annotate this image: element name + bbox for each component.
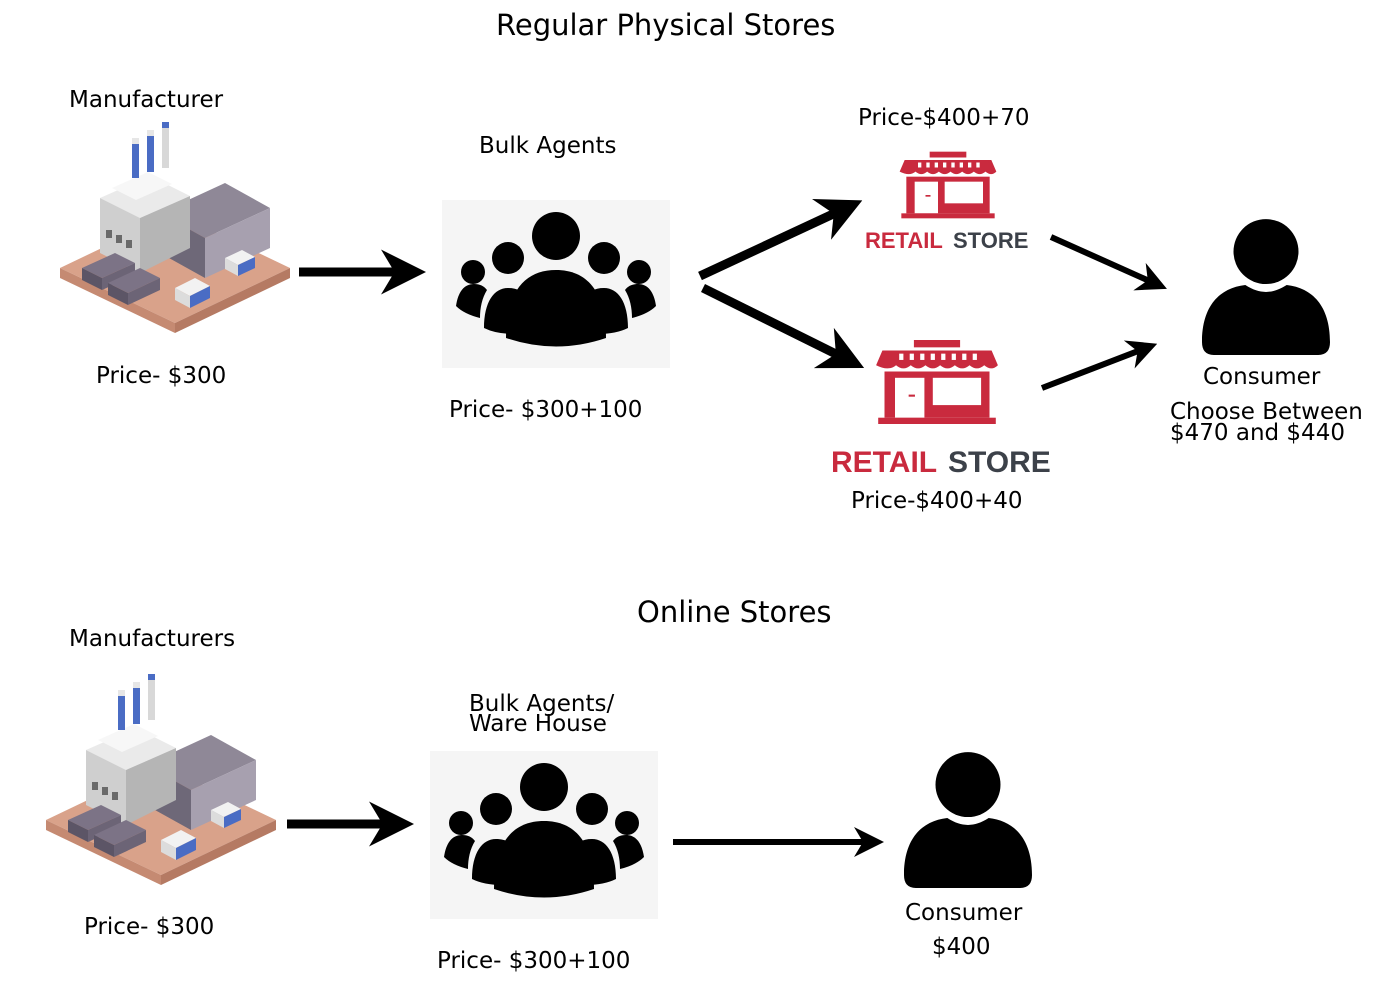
manufacturer-label: Manufacturer bbox=[69, 87, 224, 113]
svg-text:STORE: STORE bbox=[948, 446, 1051, 479]
physical-section-title: Regular Physical Stores bbox=[496, 8, 836, 42]
factory-icon bbox=[46, 674, 276, 885]
group-icon bbox=[456, 212, 656, 347]
online-agents-box bbox=[430, 751, 658, 919]
store-top-logo: RETAIL STORE bbox=[865, 228, 1028, 253]
bulk-agents-price: Price- $300+100 bbox=[449, 397, 643, 423]
bulk-agents-label: Bulk Agents bbox=[479, 133, 617, 159]
consumer-note-line1: Choose Between bbox=[1170, 399, 1363, 425]
svg-text:RETAIL: RETAIL bbox=[831, 446, 937, 479]
person-icon bbox=[904, 752, 1032, 888]
online-consumer-label: Consumer bbox=[905, 900, 1023, 926]
online-consumer-price: $400 bbox=[932, 934, 991, 960]
consumer-note-line2: $470 and $440 bbox=[1170, 420, 1345, 446]
manufacturers-price: Price- $300 bbox=[84, 914, 215, 940]
arrow-store-top-to-consumer bbox=[1049, 234, 1167, 291]
store-top-price: Price-$400+70 bbox=[858, 105, 1030, 131]
svg-text:STORE: STORE bbox=[953, 228, 1028, 253]
arrow-agents-to-store-top bbox=[698, 199, 863, 281]
svg-text:RETAIL: RETAIL bbox=[865, 228, 943, 253]
storefront-icon bbox=[899, 151, 997, 219]
arrow-agents-to-store-bottom bbox=[700, 283, 865, 369]
store-bottom-price: Price-$400+40 bbox=[851, 488, 1023, 514]
online-agents-label-line2: Ware House bbox=[469, 711, 607, 737]
consumer-label: Consumer bbox=[1203, 364, 1321, 390]
arrow-store-bottom-to-consumer bbox=[1040, 340, 1158, 391]
person-icon bbox=[1202, 219, 1330, 355]
group-icon bbox=[444, 763, 644, 898]
online-section-title: Online Stores bbox=[637, 595, 832, 629]
online-agents-price: Price- $300+100 bbox=[437, 948, 631, 974]
factory-icon bbox=[60, 122, 290, 333]
bulk-agents-box bbox=[442, 200, 670, 368]
store-bottom-logo: RETAIL STORE bbox=[831, 446, 1051, 479]
online-agents-label-line1: Bulk Agents/ bbox=[469, 691, 615, 717]
storefront-icon bbox=[876, 340, 998, 424]
manufacturers-label: Manufacturers bbox=[69, 626, 236, 652]
manufacturer-price: Price- $300 bbox=[96, 363, 227, 389]
